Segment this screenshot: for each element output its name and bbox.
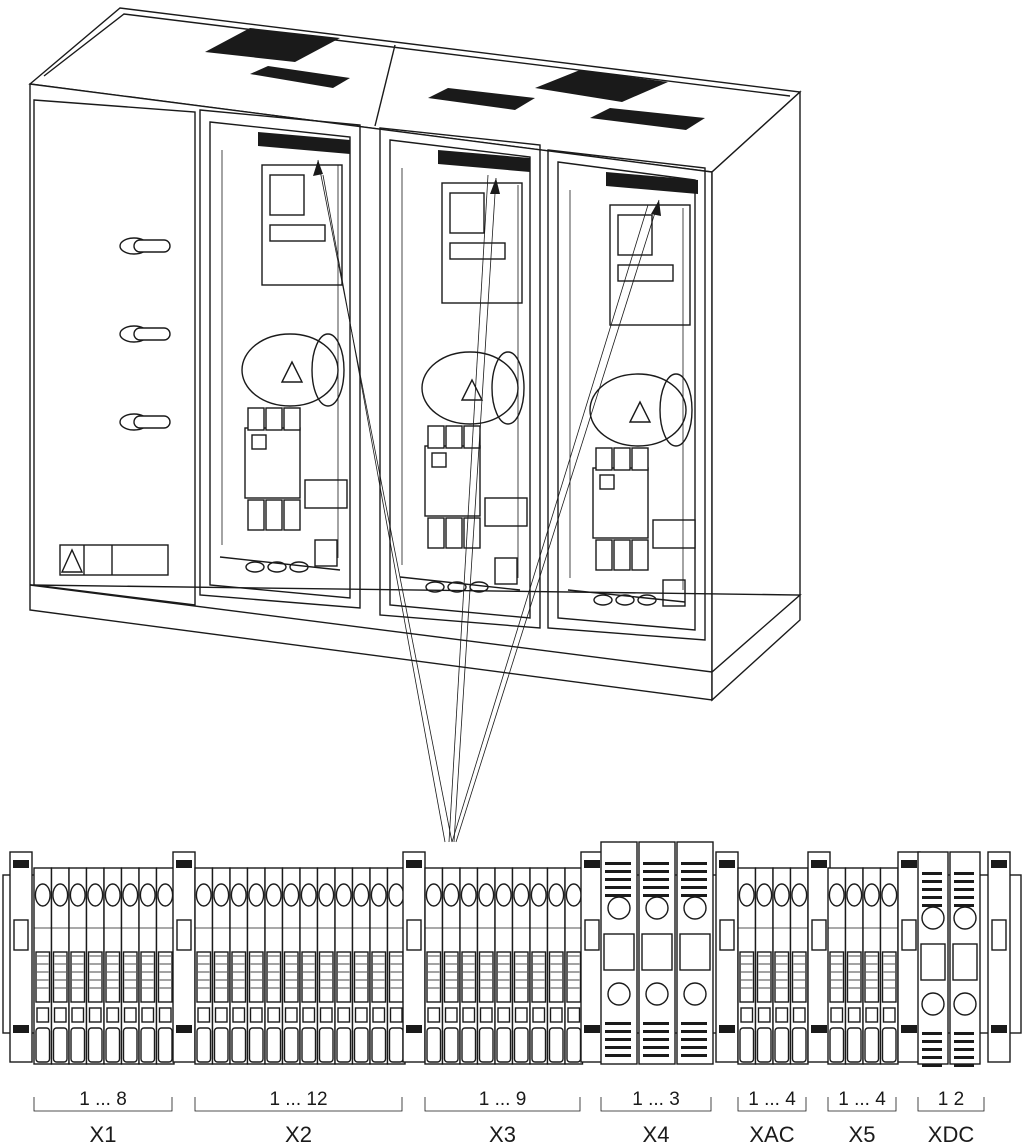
contactor-3 [592, 467, 649, 539]
terminal-block-group-x3 [424, 867, 584, 1065]
terminal-block-group-x5 [827, 867, 899, 1065]
terminal-range: 1 2 [938, 1089, 964, 1110]
pointer-line-3 [455, 199, 660, 843]
cabinet-drawing [28, 7, 802, 702]
terminal-label-xac: 1 ... 4 XAC [737, 1089, 807, 1147]
bay-terminal-strip-3 [606, 172, 698, 194]
terminal-label-x1: 1 ... 8 X1 [33, 1089, 173, 1147]
terminal-range: 1 ... 4 [748, 1089, 796, 1110]
bay-terminal-strip-2 [438, 150, 530, 172]
cabinet-left-door [33, 99, 196, 606]
terminal-range: 1 ... 12 [269, 1089, 327, 1110]
terminal-block-group-x2 [194, 867, 406, 1065]
warning-label [59, 544, 169, 576]
roof-vent-2 [428, 70, 705, 130]
pointer-line-3b [451, 204, 649, 843]
terminal-name: XAC [749, 1122, 794, 1147]
terminal-label-x4: 1 ... 3 X4 [600, 1089, 712, 1147]
roof-vent-1 [205, 28, 350, 88]
terminal-range: 1 ... 9 [479, 1089, 527, 1110]
terminal-range: 1 ... 8 [79, 1089, 127, 1110]
fan-2 [421, 351, 519, 425]
terminal-block-group-x4 [600, 841, 714, 1065]
door-handle-3 [119, 413, 171, 431]
cabinet-bay-3 [547, 149, 706, 641]
contactor-1 [244, 427, 301, 499]
pointer-arrow-2 [490, 178, 500, 194]
pointer-line-2b [448, 174, 489, 843]
pointer-line-1 [317, 159, 453, 843]
pointer-arrow-1 [313, 160, 323, 176]
end-clamp [9, 851, 33, 1063]
terminal-label-x2: 1 ... 12 X2 [194, 1089, 403, 1147]
cabinet-bay-1 [199, 109, 361, 609]
contactor-2 [424, 445, 481, 517]
terminal-strip [2, 841, 1022, 1067]
end-clamp [987, 851, 1011, 1063]
cabinet-side [711, 90, 801, 702]
terminal-block-group-x1 [33, 867, 175, 1065]
terminal-label-xdc: 1 2 XDC [917, 1089, 985, 1147]
end-clamp [897, 851, 921, 1063]
range-bracket [917, 1097, 985, 1112]
terminal-label-x3: 1 ... 9 X3 [424, 1089, 581, 1147]
pointer-lines [313, 159, 661, 843]
terminal-block-group-xdc [917, 851, 981, 1067]
range-bracket [424, 1097, 581, 1112]
fan-1 [241, 333, 339, 407]
terminal-name: X1 [90, 1122, 117, 1147]
end-clamp [715, 851, 739, 1063]
door-handle-1 [119, 237, 171, 255]
terminal-label-x5: 1 ... 4 X5 [827, 1089, 897, 1147]
range-bracket [827, 1097, 897, 1112]
terminal-block-group-xac [737, 867, 809, 1065]
bay-terminal-strip-1 [258, 132, 350, 154]
pointer-arrow-3 [651, 200, 661, 216]
pointer-line-1b [322, 174, 446, 843]
terminal-name: X5 [849, 1122, 876, 1147]
range-bracket [737, 1097, 807, 1112]
terminal-name: XDC [928, 1122, 975, 1147]
end-clamp [402, 851, 426, 1063]
cabinet-bay-2 [379, 127, 541, 629]
range-bracket [33, 1097, 173, 1112]
fan-3 [589, 373, 687, 447]
end-clamp [807, 851, 831, 1063]
terminal-name: X3 [489, 1122, 516, 1147]
terminal-name: X4 [643, 1122, 670, 1147]
end-clamp [580, 851, 604, 1063]
pointer-line-2 [453, 177, 497, 843]
range-bracket [194, 1097, 403, 1112]
terminal-range: 1 ... 3 [632, 1089, 680, 1110]
door-handle-2 [119, 325, 171, 343]
range-bracket [600, 1097, 712, 1112]
end-clamp [172, 851, 196, 1063]
terminal-name: X2 [285, 1122, 312, 1147]
terminal-range: 1 ... 4 [838, 1089, 886, 1110]
